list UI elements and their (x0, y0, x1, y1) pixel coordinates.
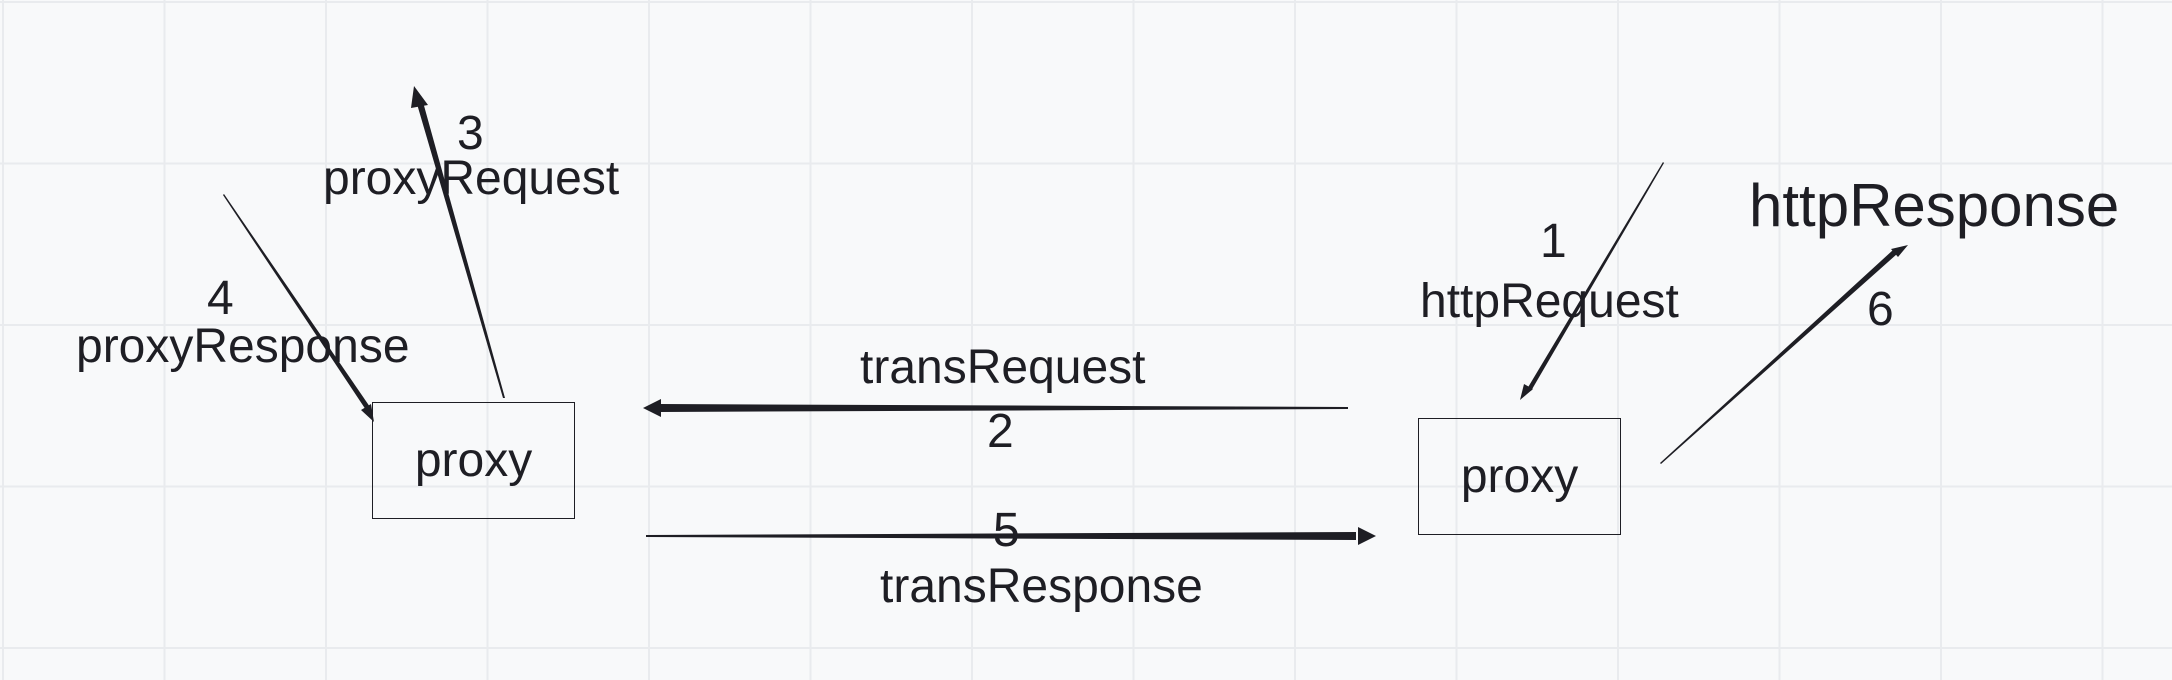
arrow-proxy-response (223, 194, 370, 410)
http-response-label: httpResponse (1749, 172, 2120, 239)
arrowhead-http-request (1520, 384, 1533, 400)
left-proxy-node[interactable]: proxy (372, 402, 575, 519)
arrowhead-proxy-request (411, 86, 428, 108)
arrow-http-response (1660, 250, 1897, 464)
trans-response-label: transResponse (880, 560, 1203, 613)
arrowhead-trans-response (1358, 527, 1376, 545)
right-proxy-label: proxy (1460, 450, 1579, 503)
http-request-label: httpRequest (1420, 275, 1679, 328)
arrow-http-request (1527, 162, 1664, 391)
step-1-number: 1 (1540, 215, 1567, 268)
right-proxy-node[interactable]: proxy (1418, 418, 1621, 535)
trans-request-label: transRequest (860, 341, 1146, 394)
arrow-proxy-request (417, 102, 505, 398)
arrow-trans-request (660, 404, 1348, 412)
step-5-number: 5 (993, 504, 1020, 557)
proxy-request-label: proxyRequest (323, 152, 620, 205)
left-proxy-label: proxy (414, 434, 533, 487)
arrow-trans-response (646, 532, 1356, 540)
arrowhead-trans-request (643, 399, 661, 417)
step-4-number: 4 (207, 272, 234, 325)
arrowhead-proxy-response (361, 404, 374, 422)
step-3-number: 3 (457, 107, 484, 160)
step-2-number: 2 (987, 405, 1014, 458)
arrowhead-http-response (1891, 245, 1908, 257)
proxy-response-label: proxyResponse (76, 320, 410, 373)
step-6-number: 6 (1867, 283, 1894, 336)
